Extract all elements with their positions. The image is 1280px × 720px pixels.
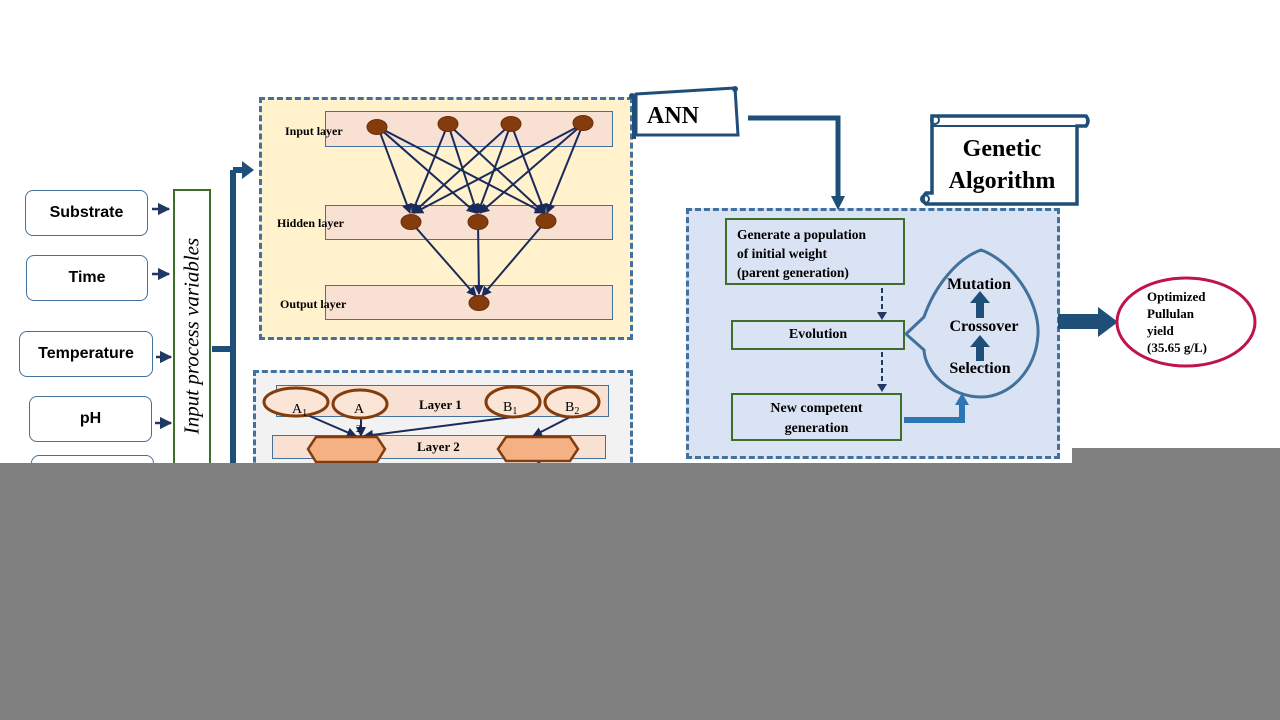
ga-flow-arrows <box>877 288 887 392</box>
input-node-2 <box>437 116 459 132</box>
ga-cycle-arrows <box>970 291 990 361</box>
ann-scroll: ANN <box>629 86 740 139</box>
input-node-1 <box>366 119 388 135</box>
lower-layer1-nodes <box>262 385 601 420</box>
output-line-2: Pullulan <box>1147 306 1195 321</box>
input-ph: pH <box>29 396 152 442</box>
hidden-layer-label: Hidden layer <box>277 216 345 230</box>
node-b2-label: B2 <box>565 400 579 417</box>
node-b2 <box>543 385 601 419</box>
ann-scroll-label: ANN <box>647 103 700 129</box>
node-a1-label: A1 <box>292 402 307 419</box>
ann-to-ga-connector <box>748 115 845 210</box>
input-node-3 <box>500 116 522 132</box>
layer2-label: Layer 2 <box>417 439 460 454</box>
generate-population-box: Generate a population of initial weight … <box>725 218 905 285</box>
input-time-label: Time <box>68 269 106 286</box>
gray-overlay-top-right <box>1072 448 1280 464</box>
ann-connections <box>377 123 584 297</box>
output-line-4: (35.65 g/L) <box>1147 340 1207 355</box>
evolution-box: Evolution <box>731 320 905 350</box>
output-line-1: Optimized <box>1147 289 1206 304</box>
output-layer-label: Output layer <box>280 297 347 311</box>
input-time: Time <box>26 255 148 301</box>
output-line-3: yield <box>1147 323 1174 338</box>
selection-to-crossover-arrow <box>970 335 990 361</box>
node-b1 <box>484 385 542 419</box>
ga-title-line-1: Genetic <box>963 136 1042 162</box>
ann-nodes <box>366 115 594 311</box>
genetic-algorithm-scroll: Genetic Algorithm <box>920 114 1090 206</box>
hidden-node-3 <box>535 213 557 229</box>
input-node-4 <box>572 115 594 131</box>
ga-to-output-arrow <box>1058 307 1118 337</box>
node-a2-label: A <box>354 402 365 417</box>
input-temperature: Temperature <box>19 331 153 377</box>
crossover-to-mutation-arrow <box>970 291 990 318</box>
new-generation-connector <box>904 393 969 423</box>
input-substrate-label: Substrate <box>49 204 124 221</box>
mutation-label: Mutation <box>947 276 1011 293</box>
gray-overlay <box>0 463 1280 720</box>
hidden-node-1 <box>400 214 422 230</box>
layer1-label: Layer 1 <box>419 397 462 412</box>
node-b1-label: B1 <box>503 400 517 417</box>
selection-label: Selection <box>949 360 1010 377</box>
evolution-label: Evolution <box>788 327 848 342</box>
input-layer-label: Input layer <box>285 124 343 138</box>
new-generation-line-1: New competent <box>770 401 863 416</box>
ga-title-line-2: Algorithm <box>949 168 1056 194</box>
new-generation-box: New competent generation <box>731 393 902 441</box>
input-ph-label: pH <box>79 410 102 427</box>
layer2-node-right <box>496 435 580 463</box>
output-ellipse <box>1115 276 1257 368</box>
input-temperature-label: Temperature <box>38 345 134 362</box>
generate-line-3: (parent generation) <box>737 265 849 280</box>
input-arrows <box>152 202 173 430</box>
node-a2-subscript: 2 <box>356 424 361 435</box>
generate-line-1: Generate a population <box>737 227 867 242</box>
ga-cycle-shape <box>903 248 1040 399</box>
input-substrate: Substrate <box>25 190 148 236</box>
input-variables-box: Input process variables <box>173 189 211 479</box>
new-generation-line-2: generation <box>784 421 849 436</box>
hidden-node-2 <box>467 214 489 230</box>
generate-line-2: of initial weight <box>737 246 827 261</box>
node-a2 <box>331 388 389 420</box>
lower-layer2-nodes <box>306 435 580 464</box>
variables-to-ann-connector <box>212 161 254 470</box>
output-node <box>468 295 490 311</box>
crossover-label: Crossover <box>949 318 1018 335</box>
layer2-node-left <box>306 435 387 464</box>
node-a1 <box>262 386 330 418</box>
